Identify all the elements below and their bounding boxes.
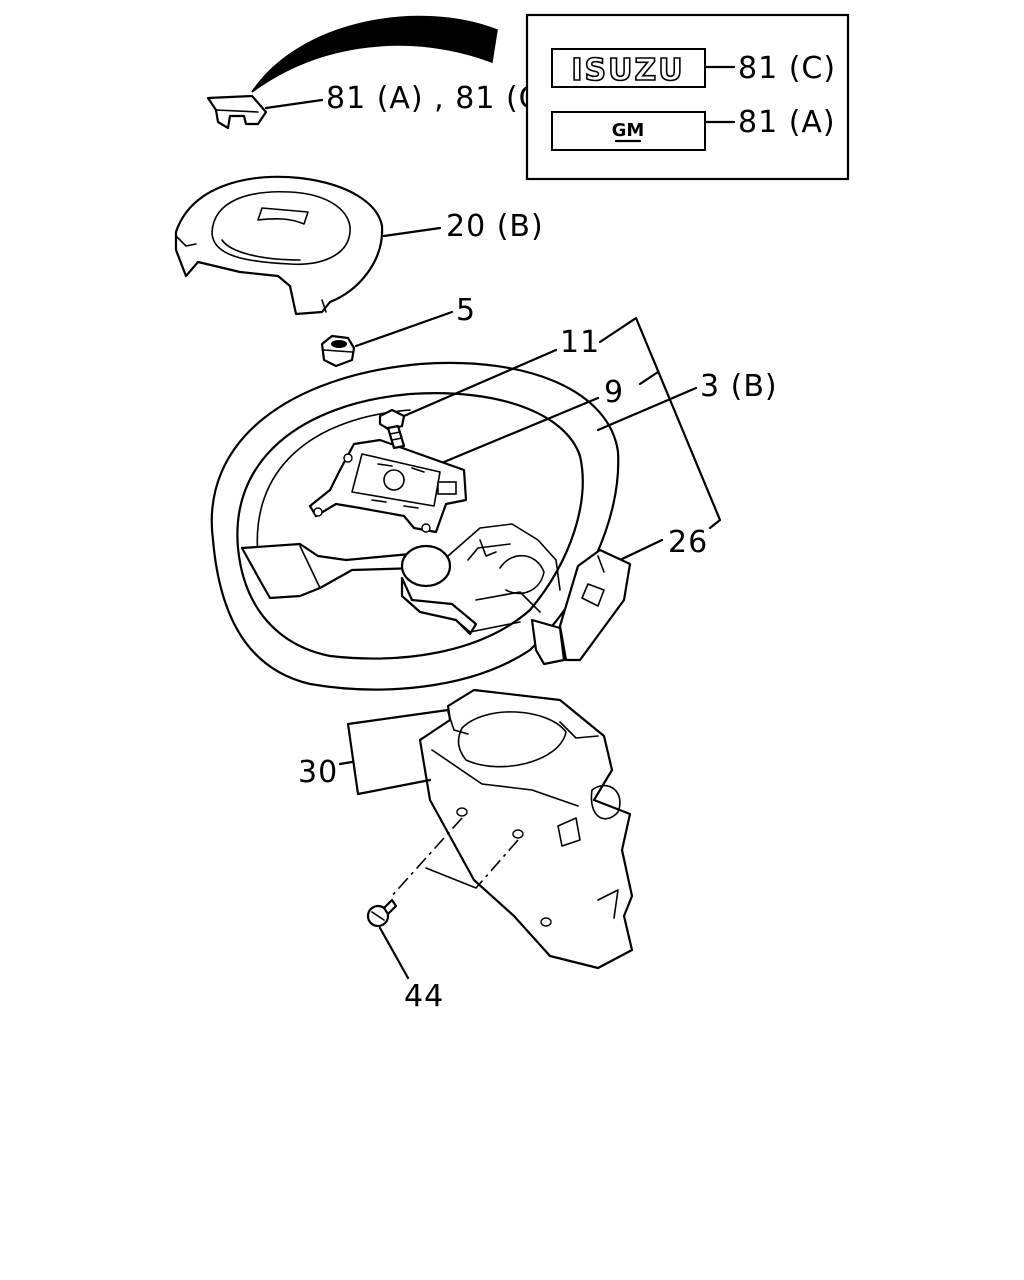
steering-pad-icon	[174, 175, 384, 316]
leader-screw	[378, 926, 410, 980]
gm-emblem-text: GM	[612, 120, 645, 141]
callout-screw: 44	[404, 979, 444, 1014]
leader-pad	[382, 226, 442, 238]
leader-emblem-top	[264, 98, 324, 110]
callout-column-cover: 30	[298, 755, 338, 790]
assembly-bracket	[598, 316, 722, 530]
callout-wheel-assy: 26	[668, 525, 708, 560]
emblem-inset-box: ISUZU 81 (C) GM 81 (A)	[525, 13, 850, 181]
mounting-plate-icon	[308, 438, 468, 534]
alignment-line-1	[389, 817, 463, 899]
spoke-cover-icon	[558, 548, 632, 662]
callout-pad: 20 (B)	[446, 209, 544, 244]
leader-wheel-assy	[618, 538, 664, 562]
hex-nut-icon	[320, 334, 356, 368]
leader-nut	[354, 310, 454, 348]
leader-plate	[442, 396, 600, 464]
callout-inset-gm: 81 (A)	[738, 105, 836, 140]
callout-inset-isuzu: 81 (C)	[738, 51, 836, 86]
screw-icon	[366, 898, 398, 928]
emblem-clip-icon	[206, 15, 498, 130]
callout-plate: 9	[604, 375, 624, 410]
column-cover-bracket	[346, 708, 450, 796]
callout-bolt: 11	[560, 325, 600, 360]
steering-wheel-icon	[210, 361, 620, 691]
isuzu-emblem-text: ISUZU	[571, 53, 684, 88]
alignment-line-2	[475, 839, 519, 889]
callout-wheel: 3 (B)	[700, 369, 778, 404]
leader-bolt	[402, 348, 558, 418]
bolt-icon	[378, 408, 406, 450]
column-cover-icon	[418, 688, 634, 970]
gm-emblem	[551, 111, 706, 151]
callout-emblem-top: 81 (A) , 81 (C)	[326, 81, 553, 116]
leader-wheel	[596, 386, 698, 432]
callout-nut: 5	[456, 293, 476, 328]
